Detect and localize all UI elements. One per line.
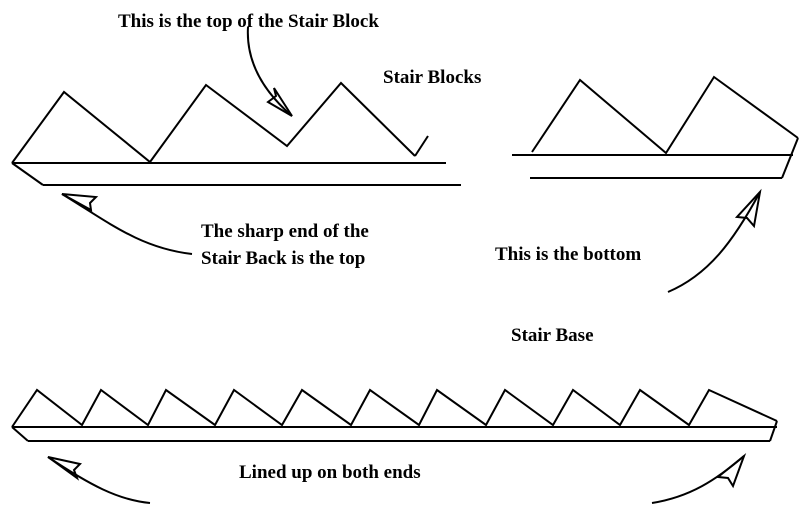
stair-blocks xyxy=(512,75,799,179)
stair-back-sharp-end xyxy=(11,162,44,186)
stair-back-tooth-end-tick xyxy=(414,135,429,157)
label-sharp-end-line1: The sharp end of the xyxy=(201,221,369,242)
arrow-to-base-right-end xyxy=(651,452,747,504)
stair-blocks-teeth-outline xyxy=(531,75,799,155)
stair-base-right-end xyxy=(769,420,778,442)
stair-back xyxy=(11,81,461,186)
arrow-curve xyxy=(651,455,745,504)
arrow-curve xyxy=(246,26,293,117)
arrow-curve xyxy=(61,193,193,255)
label-bottom: This is the bottom xyxy=(495,244,642,265)
stair-blocks-end xyxy=(781,137,799,179)
arrow-head xyxy=(266,87,293,117)
arrow-to-block-bottom xyxy=(667,188,762,293)
label-stair-base: Stair Base xyxy=(511,325,594,346)
arrow-curve xyxy=(667,191,761,293)
arrow-curve xyxy=(47,456,151,504)
label-stair-blocks: Stair Blocks xyxy=(383,67,482,88)
arrow-head xyxy=(734,188,762,229)
arrow-head xyxy=(61,193,99,212)
arrow-head xyxy=(47,456,83,481)
stair-base-teeth-outline xyxy=(11,388,778,428)
arrow-to-sharp-end xyxy=(61,193,193,255)
arrow-to-block-top xyxy=(246,26,293,117)
arrow-head xyxy=(715,452,747,489)
label-lined-up: Lined up on both ends xyxy=(239,462,421,483)
stair-back-teeth-outline xyxy=(11,81,416,164)
arrow-to-base-left-end xyxy=(47,456,151,504)
stair-base xyxy=(11,388,778,442)
stair-base-left-end xyxy=(11,426,29,442)
label-sharp-end-line2: Stair Back is the top xyxy=(201,248,366,269)
label-top-of-stair-block: This is the top of the Stair Block xyxy=(118,11,379,32)
